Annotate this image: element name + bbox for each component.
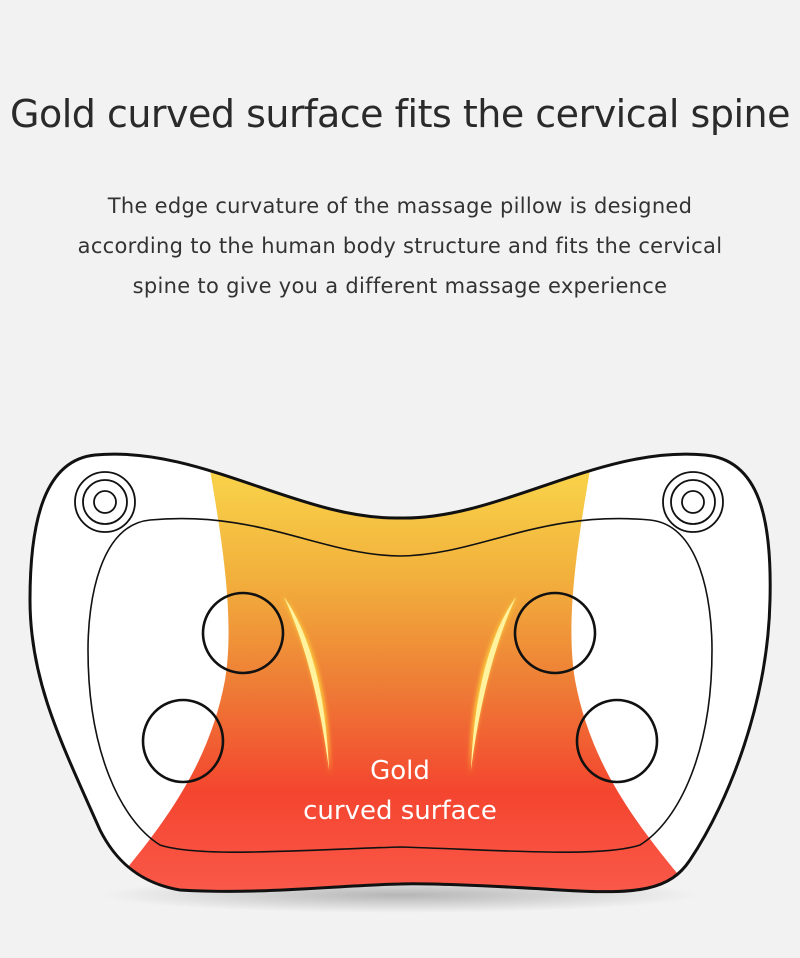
massage-node xyxy=(201,591,285,675)
heat-zone xyxy=(100,470,700,892)
description-text: The edge curvature of the massage pillow… xyxy=(77,194,723,298)
pillow-outer-outline xyxy=(28,452,772,894)
page-title: Gold curved surface fits the cervical sp… xyxy=(10,92,791,136)
massage-node xyxy=(575,698,659,784)
massage-node xyxy=(141,698,225,784)
power-button-icon-right xyxy=(662,471,724,533)
gold-curve-highlights xyxy=(282,595,518,775)
gold-label: Gold xyxy=(370,756,430,786)
massage-node xyxy=(513,591,597,675)
pillow-inner-outline xyxy=(87,517,713,853)
curved-surface-label: curved surface xyxy=(303,796,497,826)
power-button-icon-left xyxy=(74,471,136,533)
